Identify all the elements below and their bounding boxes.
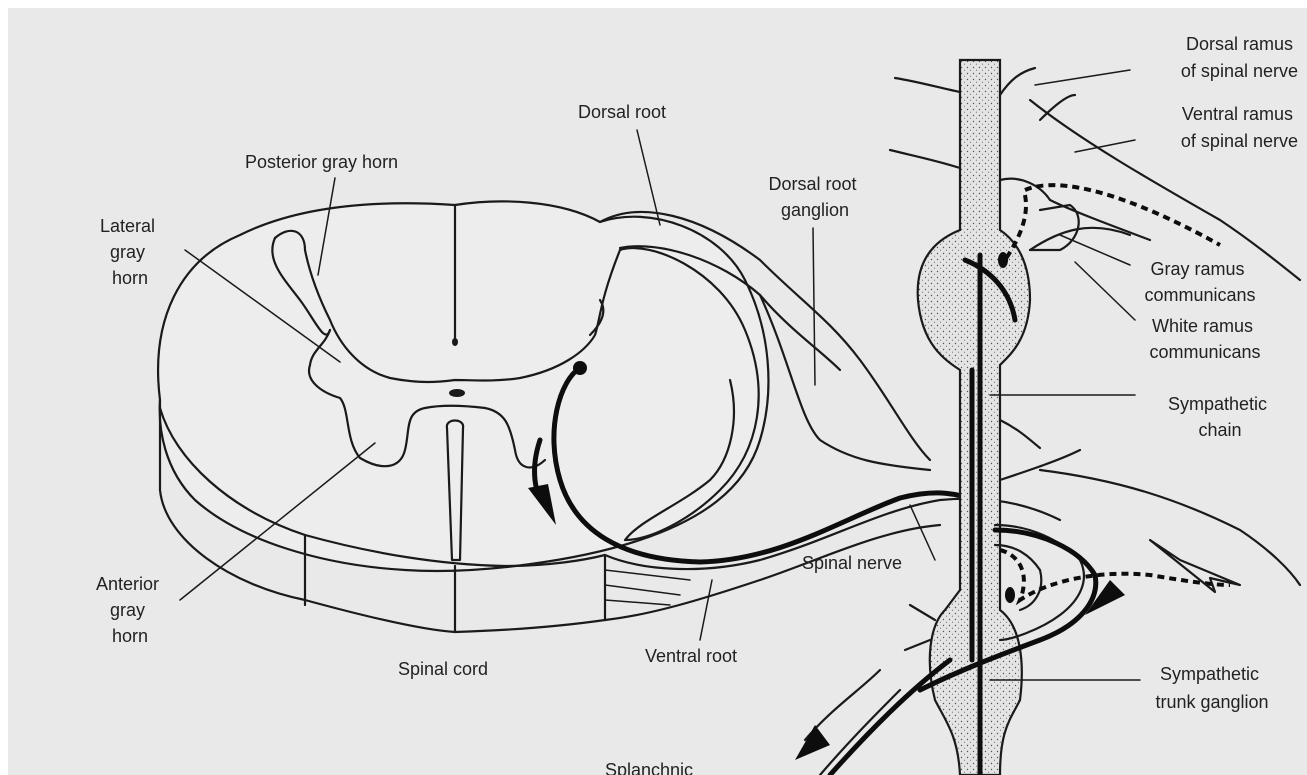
label-ventral-root: Ventral root <box>645 646 737 666</box>
label-posterior-gray-horn: Posterior gray horn <box>245 152 398 172</box>
label-spinal-nerve: Spinal nerve <box>802 553 902 573</box>
label-spinal-cord: Spinal cord <box>398 659 488 679</box>
label-dorsal-root: Dorsal root <box>578 102 666 122</box>
label-splanchnic: Splanchnic <box>605 760 693 775</box>
